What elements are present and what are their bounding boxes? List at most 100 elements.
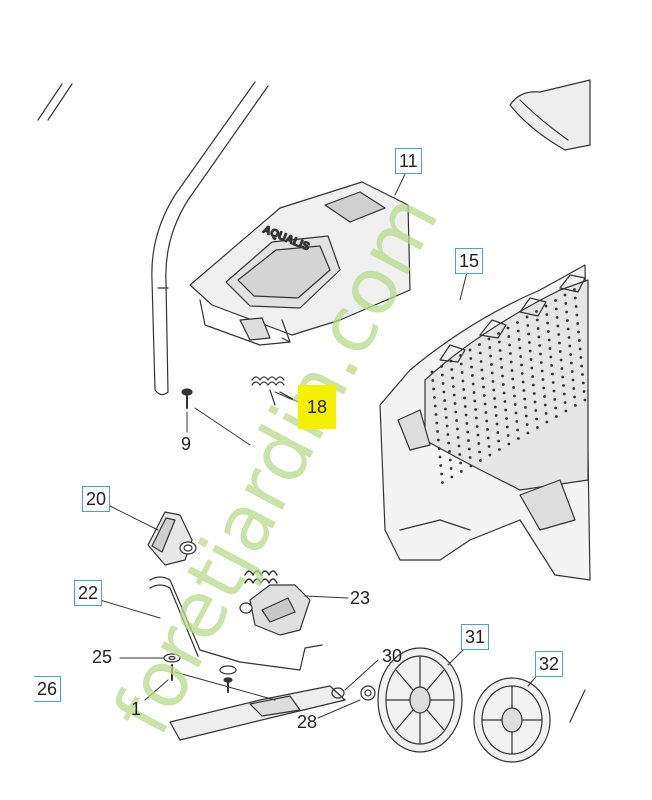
mesh-dot	[439, 464, 443, 467]
callout-20: 20	[82, 486, 111, 512]
mesh-dot	[524, 414, 528, 418]
callout-18: 18	[298, 385, 336, 429]
mesh-dot	[432, 387, 435, 391]
mesh-dot	[451, 376, 454, 380]
part-23-latch	[239, 570, 311, 636]
mesh-dot	[431, 379, 435, 382]
mesh-dot	[456, 427, 459, 431]
mesh-dot	[468, 348, 472, 352]
mesh-dot	[556, 324, 560, 328]
part-20-bracket	[147, 511, 197, 566]
mesh-dot	[479, 360, 483, 363]
lower-axle-assembly	[169, 685, 346, 741]
mesh-dot	[519, 355, 523, 358]
mesh-dot	[437, 438, 440, 442]
mesh-dot	[454, 410, 458, 414]
mesh-dot	[525, 315, 529, 319]
mesh-dot	[458, 453, 462, 456]
mesh-dot	[505, 425, 509, 429]
mesh-dot	[528, 349, 532, 353]
mesh-dot	[457, 444, 461, 448]
part-11-cover	[189, 181, 411, 346]
mesh-dot	[507, 335, 511, 338]
mesh-dot	[568, 344, 572, 348]
mesh-dot	[469, 464, 473, 468]
mesh-dot	[558, 341, 561, 345]
mesh-dot	[494, 405, 497, 409]
callout-1: 1	[131, 699, 142, 719]
mesh-dot	[575, 313, 579, 317]
mesh-dot	[489, 354, 492, 358]
callout-32: 32	[535, 651, 564, 677]
mesh-dot	[580, 364, 584, 368]
callout-11: 11	[395, 148, 422, 174]
mesh-dot	[501, 374, 504, 378]
mesh-dot	[539, 352, 542, 356]
mesh-dot	[460, 371, 464, 374]
mesh-dot	[440, 373, 444, 377]
mesh-dot	[478, 450, 481, 454]
mesh-dot	[474, 408, 477, 411]
mesh-dot	[511, 377, 515, 381]
mesh-dot	[444, 416, 448, 419]
mesh-dot	[485, 419, 489, 423]
handle-grip-top	[509, 79, 591, 151]
grass-bag-mesh	[430, 288, 587, 484]
callout-26: 26	[34, 676, 62, 702]
mesh-dot	[535, 318, 539, 322]
mesh-dot	[564, 302, 568, 305]
mesh-dot	[573, 395, 576, 399]
leader-lines	[99, 171, 541, 719]
mesh-dot	[436, 430, 439, 433]
mesh-dot	[544, 412, 548, 415]
mesh-dot	[544, 304, 548, 308]
mesh-dot	[494, 414, 498, 417]
mesh-dot	[450, 368, 454, 371]
mesh-dot	[482, 394, 486, 397]
mesh-dot	[578, 347, 582, 351]
mesh-dot	[480, 368, 484, 372]
mesh-dot	[502, 391, 506, 395]
callout-9: 9	[181, 434, 192, 454]
mesh-dot	[546, 321, 549, 325]
part-30-washer	[360, 685, 376, 701]
mesh-dot	[452, 385, 455, 388]
mesh-dot	[496, 431, 500, 434]
part-9-screw	[181, 388, 193, 409]
mesh-dot	[516, 428, 519, 432]
mesh-dot	[523, 397, 527, 401]
part-18-spring	[251, 376, 299, 406]
mesh-dot	[433, 396, 436, 399]
mesh-dot	[520, 363, 523, 367]
mesh-dot	[517, 338, 521, 341]
mesh-dot	[488, 346, 492, 349]
mesh-dot	[532, 383, 535, 387]
mesh-dot	[497, 439, 500, 443]
mesh-dot	[583, 398, 587, 402]
mesh-dot	[549, 355, 553, 359]
mesh-dot	[459, 461, 462, 465]
mesh-dot	[464, 413, 468, 417]
mesh-dot	[569, 353, 572, 356]
mesh-dot	[516, 321, 519, 324]
mesh-dot	[520, 372, 524, 375]
mesh-dot	[440, 472, 443, 476]
mesh-dot	[472, 391, 476, 394]
mesh-dot	[444, 407, 447, 411]
mesh-dot	[446, 433, 450, 436]
mesh-dot	[535, 417, 538, 421]
mesh-dot	[435, 421, 439, 425]
mesh-dot	[518, 346, 522, 350]
mesh-dot	[459, 362, 463, 366]
callout-28: 28	[297, 712, 318, 732]
mesh-dot	[467, 439, 470, 442]
mesh-dot	[526, 431, 530, 435]
mesh-dot	[555, 415, 558, 418]
callout-23: 23	[350, 588, 371, 608]
mesh-dot	[570, 361, 573, 365]
mesh-dot	[448, 450, 451, 453]
mesh-dot	[456, 436, 460, 439]
mesh-dot	[577, 330, 580, 334]
mesh-dot	[548, 347, 552, 350]
